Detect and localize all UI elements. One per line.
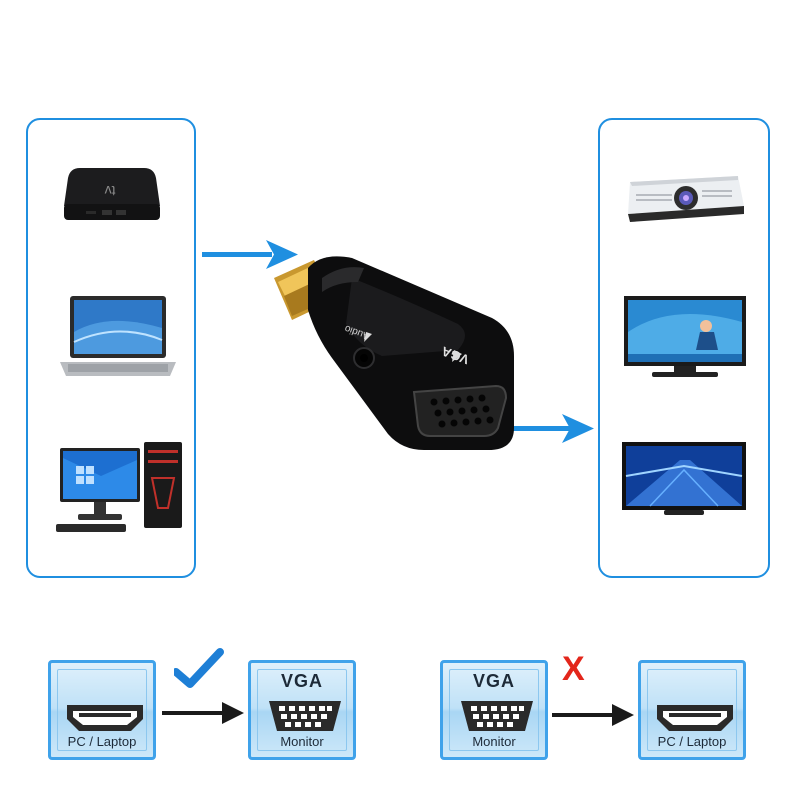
card-frame	[257, 669, 347, 751]
card-frame	[647, 669, 737, 751]
monitor-label: Monitor	[280, 734, 324, 749]
hdmi-port-icon	[67, 705, 143, 731]
supported-check-icon	[174, 648, 224, 688]
laptop-icon	[60, 296, 176, 376]
pc-laptop-target-card: PC / Laptop	[638, 660, 746, 760]
tv-box-icon: tv	[64, 168, 160, 220]
output-arrow-icon	[502, 414, 594, 443]
pc-laptop-label: PC / Laptop	[67, 734, 137, 749]
svg-text:tv: tv	[105, 183, 116, 199]
not-supported-mark: X	[562, 650, 585, 688]
connection-arrow-icon	[162, 702, 244, 724]
pc-laptop-source-card: PC / Laptop	[48, 660, 156, 760]
card-frame	[57, 669, 147, 751]
pc-laptop-label: PC / Laptop	[657, 734, 727, 749]
monitor-icon	[624, 296, 746, 377]
card-frame	[449, 669, 539, 751]
vga-port-icon	[461, 701, 533, 731]
source-devices-panel: tv	[26, 118, 196, 578]
tv-icon	[622, 442, 746, 515]
display-devices-panel	[598, 118, 770, 578]
hdmi-port-icon	[657, 705, 733, 731]
vga-title: VGA	[280, 671, 323, 691]
vga-port-icon	[269, 701, 341, 731]
input-arrow-icon	[202, 240, 298, 269]
monitor-label: Monitor	[472, 734, 516, 749]
hdmi-vga-adapter: Audio VGA	[274, 256, 514, 450]
vga-title: VGA	[472, 671, 515, 691]
projector-icon	[628, 176, 744, 222]
vga-monitor-source-card: VGA Monitor	[440, 660, 548, 760]
vga-monitor-target-card: VGA Monitor	[248, 660, 356, 760]
desktop-pc-icon	[56, 442, 182, 532]
connection-arrow-icon	[552, 704, 634, 726]
